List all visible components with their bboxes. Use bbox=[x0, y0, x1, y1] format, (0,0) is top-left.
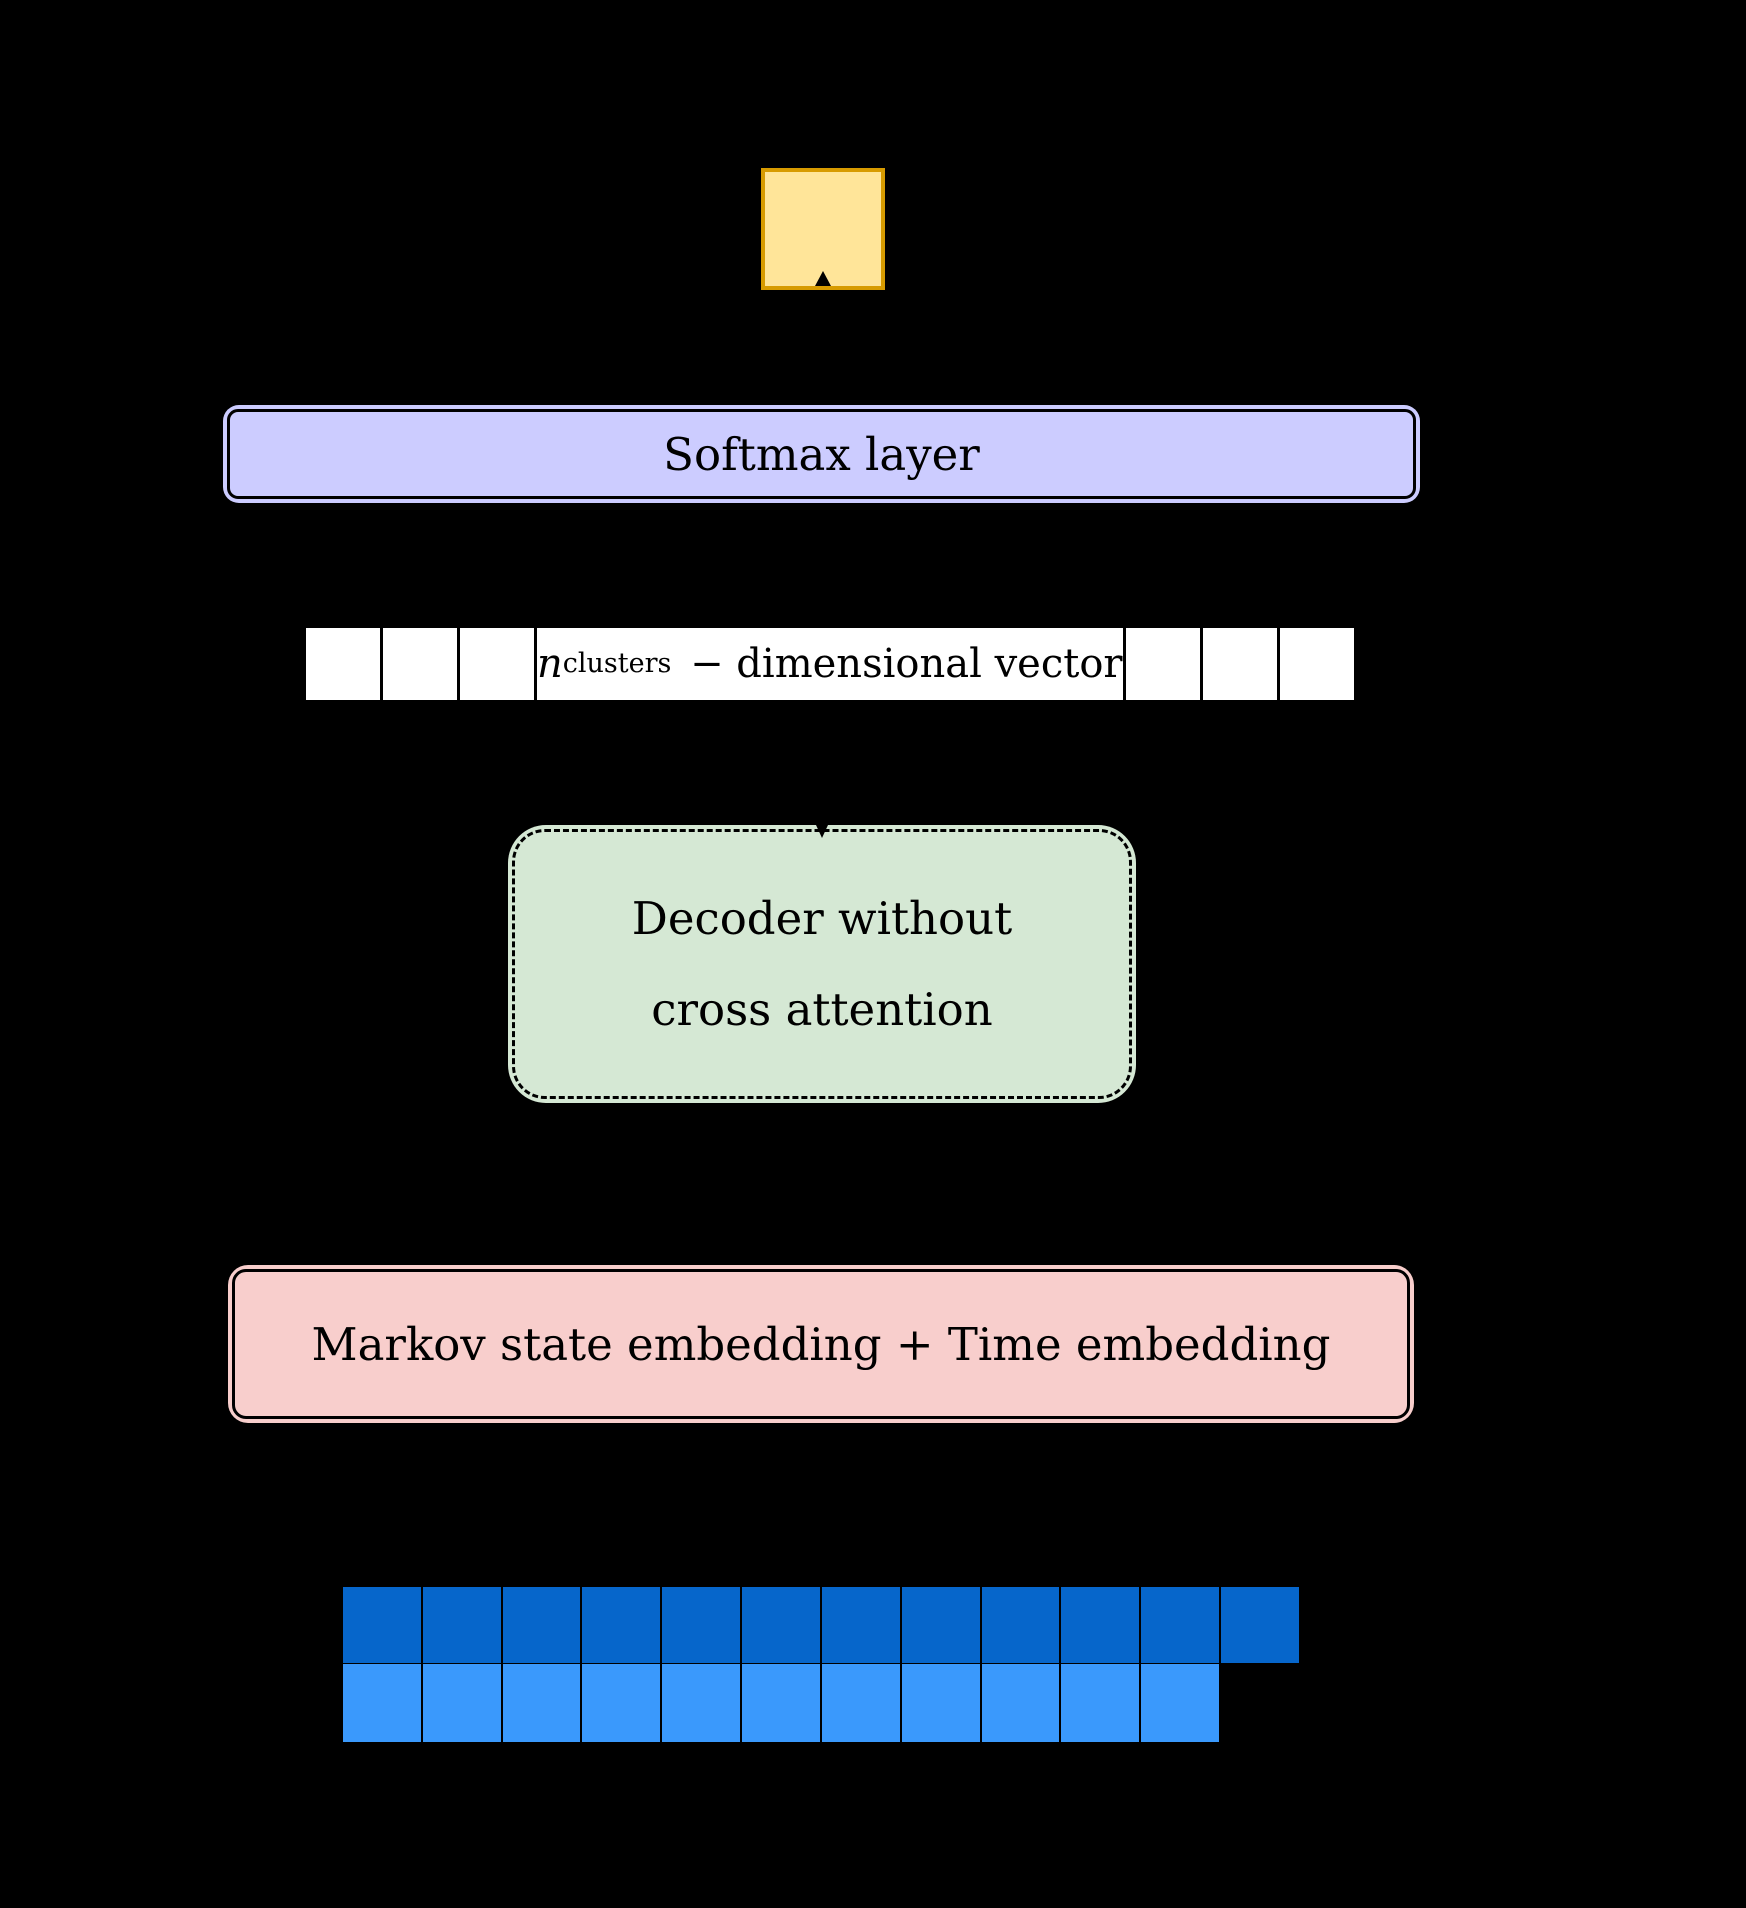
decoder-box-inner: Decoder without cross attention bbox=[512, 829, 1132, 1099]
token-cell bbox=[342, 1586, 422, 1664]
token-cell bbox=[980, 1586, 1061, 1664]
token-cell bbox=[1140, 1663, 1220, 1743]
embedding-box: Markov state embedding + Time embedding bbox=[228, 1265, 1414, 1423]
vector-cell bbox=[306, 628, 383, 700]
embedding-label: Markov state embedding + Time embedding bbox=[311, 1317, 1331, 1371]
token-cell bbox=[741, 1586, 821, 1664]
token-cell bbox=[1060, 1586, 1141, 1664]
token-cell bbox=[661, 1586, 742, 1664]
token-cell bbox=[581, 1586, 662, 1664]
sampled-output-box bbox=[761, 168, 885, 290]
token-cell bbox=[421, 1586, 502, 1664]
softmax-layer-inner: Softmax layer bbox=[227, 409, 1416, 499]
token-cell bbox=[421, 1663, 502, 1743]
token-cell bbox=[900, 1663, 981, 1743]
token-cell bbox=[741, 1663, 821, 1743]
token-cell bbox=[581, 1663, 662, 1743]
softmax-layer-label: Softmax layer bbox=[663, 427, 980, 481]
decoder-label-line1: Decoder without bbox=[631, 892, 1013, 945]
token-cell bbox=[980, 1663, 1061, 1743]
arrow-tail-notch bbox=[816, 825, 828, 838]
vector-label-n: n bbox=[537, 641, 563, 687]
vector-cells-left bbox=[306, 628, 537, 700]
token-cell bbox=[1060, 1663, 1141, 1743]
decoder-label-line2: cross attention bbox=[651, 983, 993, 1036]
vector-cells-right bbox=[1122, 628, 1354, 700]
token-cell bbox=[661, 1663, 742, 1743]
vector-cell bbox=[1276, 628, 1354, 700]
token-grid-row-top bbox=[342, 1586, 1300, 1664]
token-cell bbox=[1140, 1586, 1221, 1664]
token-grid-row-bottom bbox=[342, 1663, 1220, 1743]
vector-cell bbox=[1122, 628, 1200, 700]
arrowhead-up-icon bbox=[815, 271, 831, 286]
vector-cell bbox=[460, 628, 537, 700]
decoder-box: Decoder without cross attention bbox=[508, 825, 1136, 1103]
token-cell bbox=[820, 1586, 901, 1664]
token-cell bbox=[501, 1586, 582, 1664]
token-cell bbox=[900, 1586, 981, 1664]
embedding-box-inner: Markov state embedding + Time embedding bbox=[232, 1269, 1410, 1419]
softmax-layer-box: Softmax layer bbox=[223, 405, 1420, 503]
vector-cell bbox=[383, 628, 460, 700]
token-cell bbox=[501, 1663, 582, 1743]
vector-cell bbox=[1199, 628, 1277, 700]
token-cell bbox=[1220, 1586, 1300, 1664]
token-cell bbox=[820, 1663, 901, 1743]
token-cell bbox=[342, 1663, 422, 1743]
vector-label-rest: − dimensional vector bbox=[677, 641, 1123, 687]
